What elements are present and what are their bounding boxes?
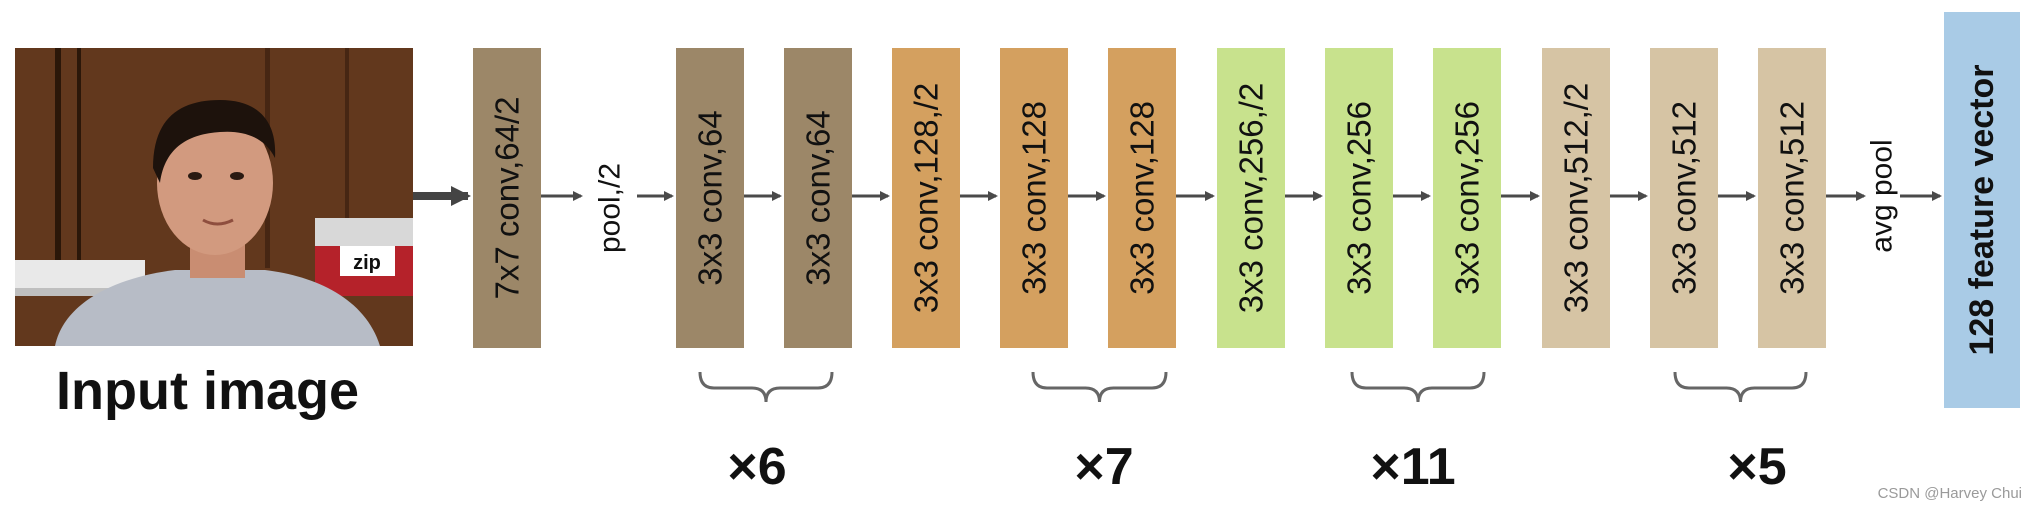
repeat-label-1: ×6 [727,438,786,496]
layer-label-8: 3x3 conv,256 [1341,101,1378,295]
layer-block-7 [1217,48,1285,348]
output-block [1944,12,2020,408]
pool-label: pool,/2 [594,163,627,253]
layer-block-8 [1325,48,1393,348]
repeat-label-4: ×5 [1727,438,1786,496]
layer-block-11 [1650,48,1718,348]
layer-label-9: 3x3 conv,256 [1449,101,1486,295]
layer-label-12: 3x3 conv,512 [1774,101,1811,295]
watermark: CSDN @Harvey Chui [1877,485,2022,502]
layer-label-5: 3x3 conv,128 [1016,101,1053,295]
layer-label-2: 3x3 conv,64 [692,110,729,286]
layer-block-10 [1542,48,1610,348]
layer-block-6 [1108,48,1176,348]
layer-block-12 [1758,48,1826,348]
layer-block-9 [1433,48,1501,348]
input-image-label: Input image [56,361,360,421]
layer-label-10: 3x3 conv,512,/2 [1558,83,1595,314]
layer-label-6: 3x3 conv,128 [1124,101,1161,295]
layer-label-4: 3x3 conv,128,/2 [908,83,945,314]
input-photo: zip [15,48,413,346]
layer-label-3: 3x3 conv,64 [800,110,837,286]
brace-2 [1031,371,1168,403]
brace-3 [1350,371,1486,403]
repeat-braces [698,371,1808,403]
layer-block-2 [676,48,744,348]
output-label: 128 feature vector [1963,64,2001,355]
layer-block-1 [473,48,541,348]
layer-block-4 [892,48,960,348]
layer-label-7: 3x3 conv,256,/2 [1233,83,1270,314]
brace-1 [698,371,834,403]
repeat-label-2: ×7 [1074,438,1133,496]
layer-blocks: 7x7 conv,64/2 3x3 conv,64 3x3 conv,64 3x3 c… [473,48,1826,348]
layer-label-11: 3x3 conv,512 [1666,101,1703,295]
layer-block-3 [784,48,852,348]
repeat-label-3: ×11 [1370,438,1455,496]
photo-sign-text: zip [353,252,381,274]
layer-block-5 [1000,48,1068,348]
avg-pool-label: avg pool [1866,139,1899,252]
layer-label-1: 7x7 conv,64/2 [489,96,526,299]
brace-4 [1673,371,1808,403]
